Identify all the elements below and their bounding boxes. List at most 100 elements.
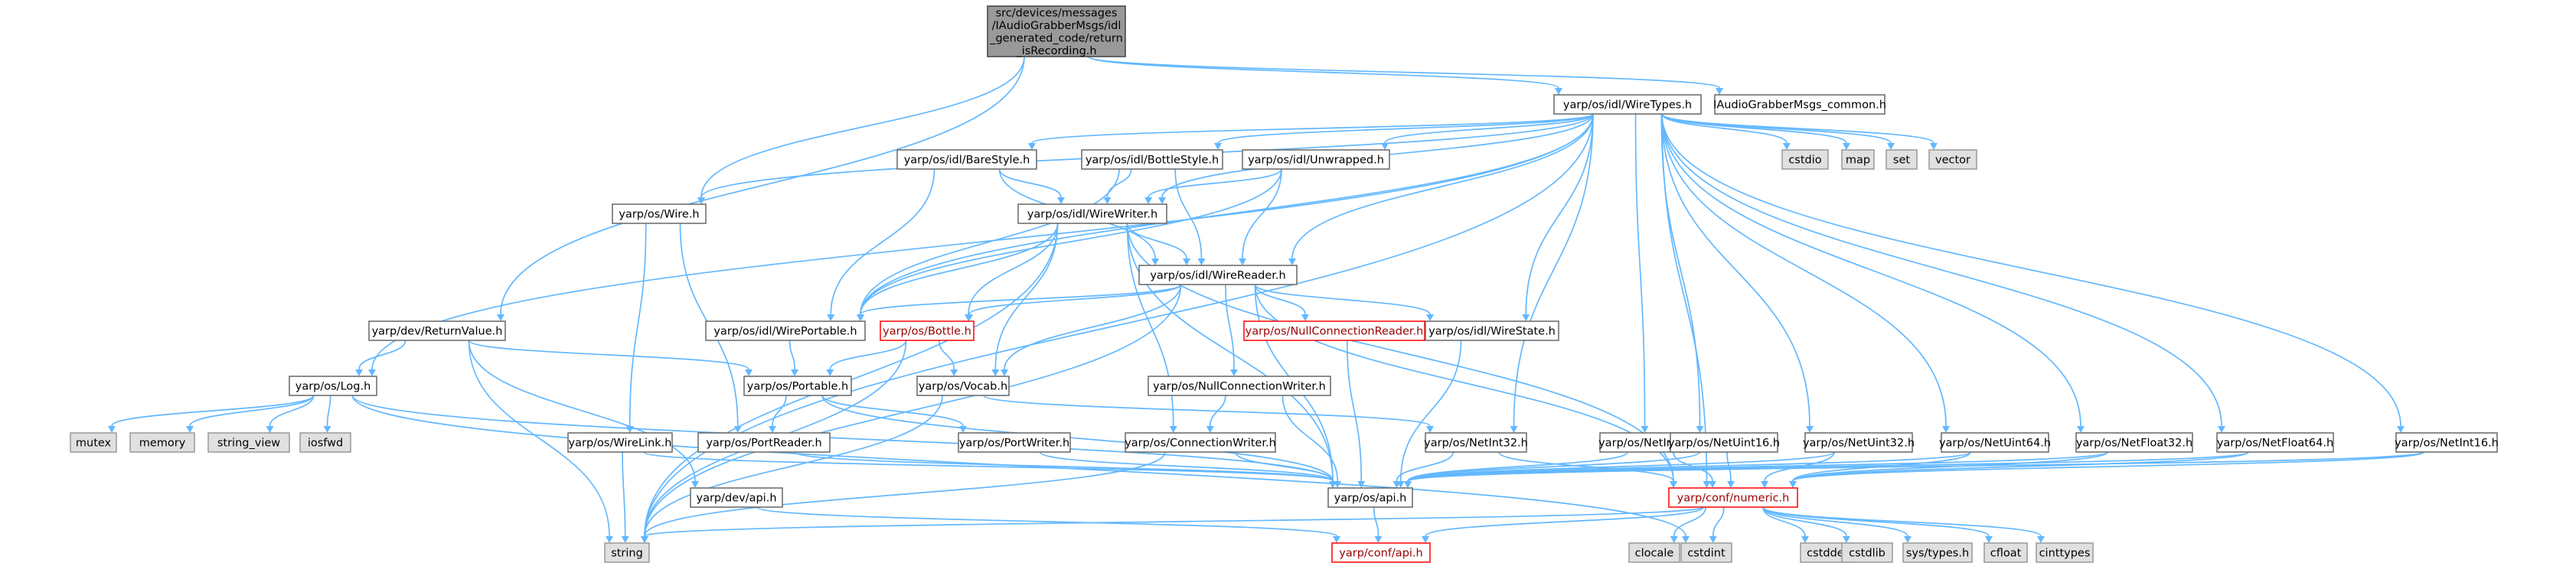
node-netfloat32[interactable]: yarp/os/NetFloat32.h: [2075, 432, 2193, 453]
node-nullconnwriter[interactable]: yarp/os/NullConnectionWriter.h: [1148, 376, 1331, 396]
edge-unwrapped-to-wirewriter: [1144, 168, 1282, 204]
node-box: [1781, 149, 1829, 170]
node-nullconnreader[interactable]: yarp/os/NullConnectionReader.h: [1243, 320, 1425, 341]
edge-nullconnreader-to-osapi: [1346, 340, 1366, 488]
node-box: [1331, 542, 1431, 563]
edges-layer: [108, 56, 2424, 543]
edge-wiretypes-to-netfloat64: [1661, 113, 2225, 433]
node-box: [1553, 94, 1702, 115]
node-box: [1628, 542, 1680, 563]
node-wirewriter[interactable]: yarp/os/idl/WireWriter.h: [1017, 203, 1167, 224]
edge-wirewriter-to-bottle: [965, 223, 1059, 321]
edge-wiretypes-to-unwrapped: [1381, 113, 1594, 150]
node-label: yarp/os/idl/WireWriter.h: [1027, 209, 1157, 221]
edge-wiretypes-to-wirestate: [1522, 113, 1594, 321]
edge-netint32-to-osapi: [1392, 451, 1454, 488]
node-box: [1425, 432, 1527, 453]
node-label: src/devices/messages: [996, 7, 1118, 19]
node-vocab[interactable]: yarp/os/Vocab.h: [916, 376, 1010, 396]
node-cinttypes: cinttypes: [2036, 542, 2094, 563]
node-box: [1983, 542, 2028, 563]
node-label: IAudioGrabberMsgs_common.h: [1713, 99, 1886, 112]
node-label: yarp/os/idl/WireState.h: [1428, 326, 1556, 338]
edge-nullconnwriter-to-connwriter: [1206, 395, 1226, 433]
node-wire[interactable]: yarp/os/Wire.h: [612, 203, 707, 224]
node-label: yarp/os/api.h: [1334, 493, 1407, 505]
edge-wirewriter-to-vocab: [991, 223, 1059, 376]
edge-wirelink-to-string: [621, 451, 629, 543]
node-label: yarp/os/Log.h: [295, 381, 371, 393]
node-box: [1125, 432, 1276, 453]
edge-wiretypes-to-cstdio: [1661, 113, 1791, 150]
node-netuint32[interactable]: yarp/os/NetUint32.h: [1803, 432, 1915, 453]
node-label: yarp/dev/ReturnValue.h: [372, 326, 503, 338]
node-root[interactable]: src/devices/messages/IAudioGrabberMsgs/i…: [987, 5, 1126, 57]
node-netuint64[interactable]: yarp/os/NetUint64.h: [1939, 432, 2051, 453]
node-devapi[interactable]: yarp/dev/api.h: [690, 487, 783, 508]
node-confapi[interactable]: yarp/conf/api.h: [1331, 542, 1431, 563]
node-portreader[interactable]: yarp/os/PortReader.h: [697, 432, 831, 453]
node-cfloat: cfloat: [1983, 542, 2028, 563]
edge-root-to-returnvalue: [497, 56, 1025, 321]
node-label: vector: [1935, 155, 1970, 167]
node-wirelink[interactable]: yarp/os/WireLink.h: [567, 432, 673, 453]
node-box: [567, 432, 673, 453]
node-netint32[interactable]: yarp/os/NetInt32.h: [1424, 432, 1528, 453]
node-netuint16[interactable]: yarp/os/NetUint16.h: [1668, 432, 1780, 453]
node-netfloat64[interactable]: yarp/os/NetFloat64.h: [2216, 432, 2334, 453]
node-box: [299, 432, 351, 453]
node-returnvalue[interactable]: yarp/dev/ReturnValue.h: [368, 320, 506, 341]
edge-wiretypes-to-netuint32: [1661, 113, 1814, 433]
node-wirereader[interactable]: yarp/os/idl/WireReader.h: [1138, 265, 1298, 285]
node-box: [690, 487, 783, 508]
node-barestyle[interactable]: yarp/os/idl/BareStyle.h: [896, 149, 1037, 170]
node-box: [1668, 487, 1798, 508]
edge-numeric-to-systypes: [1762, 506, 1912, 543]
node-connwriter[interactable]: yarp/os/ConnectionWriter.h: [1125, 432, 1276, 453]
edge-netint16-to-numeric: [1789, 451, 2424, 488]
node-box: [1327, 487, 1413, 508]
node-box: [368, 320, 506, 341]
node-wireportable[interactable]: yarp/os/idl/WirePortable.h: [705, 320, 866, 341]
node-label: memory: [139, 438, 186, 450]
node-wirestate[interactable]: yarp/os/idl/WireState.h: [1425, 320, 1559, 341]
node-box: [743, 376, 852, 396]
edge-returnvalue-to-portable: [468, 340, 753, 376]
node-box: [1804, 432, 1913, 453]
node-portwriter[interactable]: yarp/os/PortWriter.h: [958, 432, 1071, 453]
node-box: [1670, 432, 1778, 453]
node-box: [604, 542, 650, 563]
node-label: yarp/conf/numeric.h: [1677, 493, 1790, 505]
node-netint16[interactable]: yarp/os/NetInt16.h: [2395, 432, 2499, 453]
node-numeric[interactable]: yarp/conf/numeric.h: [1668, 487, 1798, 508]
node-unwrapped[interactable]: yarp/os/idl/Unwrapped.h: [1242, 149, 1390, 170]
node-log[interactable]: yarp/os/Log.h: [289, 376, 377, 396]
node-iosfwd: iosfwd: [299, 432, 351, 453]
edge-connwriter-to-osapi: [1235, 451, 1337, 488]
edge-unwrapped-to-wireportable: [857, 168, 1282, 321]
edge-returnvalue-to-devapi: [468, 340, 699, 488]
node-box: [1680, 542, 1732, 563]
edge-wirelink-to-osapi: [643, 451, 1337, 488]
node-vector: vector: [1928, 149, 1977, 170]
node-osapi[interactable]: yarp/os/api.h: [1327, 487, 1413, 508]
node-label: _generated_code/return: [989, 32, 1123, 44]
node-label: sys/types.h: [1906, 548, 1969, 560]
node-box: [1081, 149, 1223, 170]
node-clocale: clocale: [1628, 542, 1680, 563]
node-label: yarp/os/PortWriter.h: [959, 438, 1069, 450]
node-set: set: [1885, 149, 1918, 170]
node-wiretypes[interactable]: yarp/os/idl/WireTypes.h: [1553, 94, 1702, 115]
node-box: [987, 5, 1126, 57]
node-label: yarp/os/NullConnectionReader.h: [1246, 326, 1424, 338]
node-iaudiocommon[interactable]: IAudioGrabberMsgs_common.h: [1713, 94, 1886, 115]
node-box: [916, 376, 1010, 396]
node-bottlestyle[interactable]: yarp/os/idl/BottleStyle.h: [1081, 149, 1223, 170]
edge-wirereader-to-wirestate: [1254, 284, 1434, 321]
edge-wiretypes-to-vector: [1661, 113, 1938, 150]
node-portable[interactable]: yarp/os/Portable.h: [743, 376, 852, 396]
edge-wiretypes-to-netint16: [1661, 113, 2405, 433]
node-bottle[interactable]: yarp/os/Bottle.h: [880, 320, 975, 341]
node-map: map: [1841, 149, 1875, 170]
node-label: cstddef: [1807, 548, 1849, 560]
